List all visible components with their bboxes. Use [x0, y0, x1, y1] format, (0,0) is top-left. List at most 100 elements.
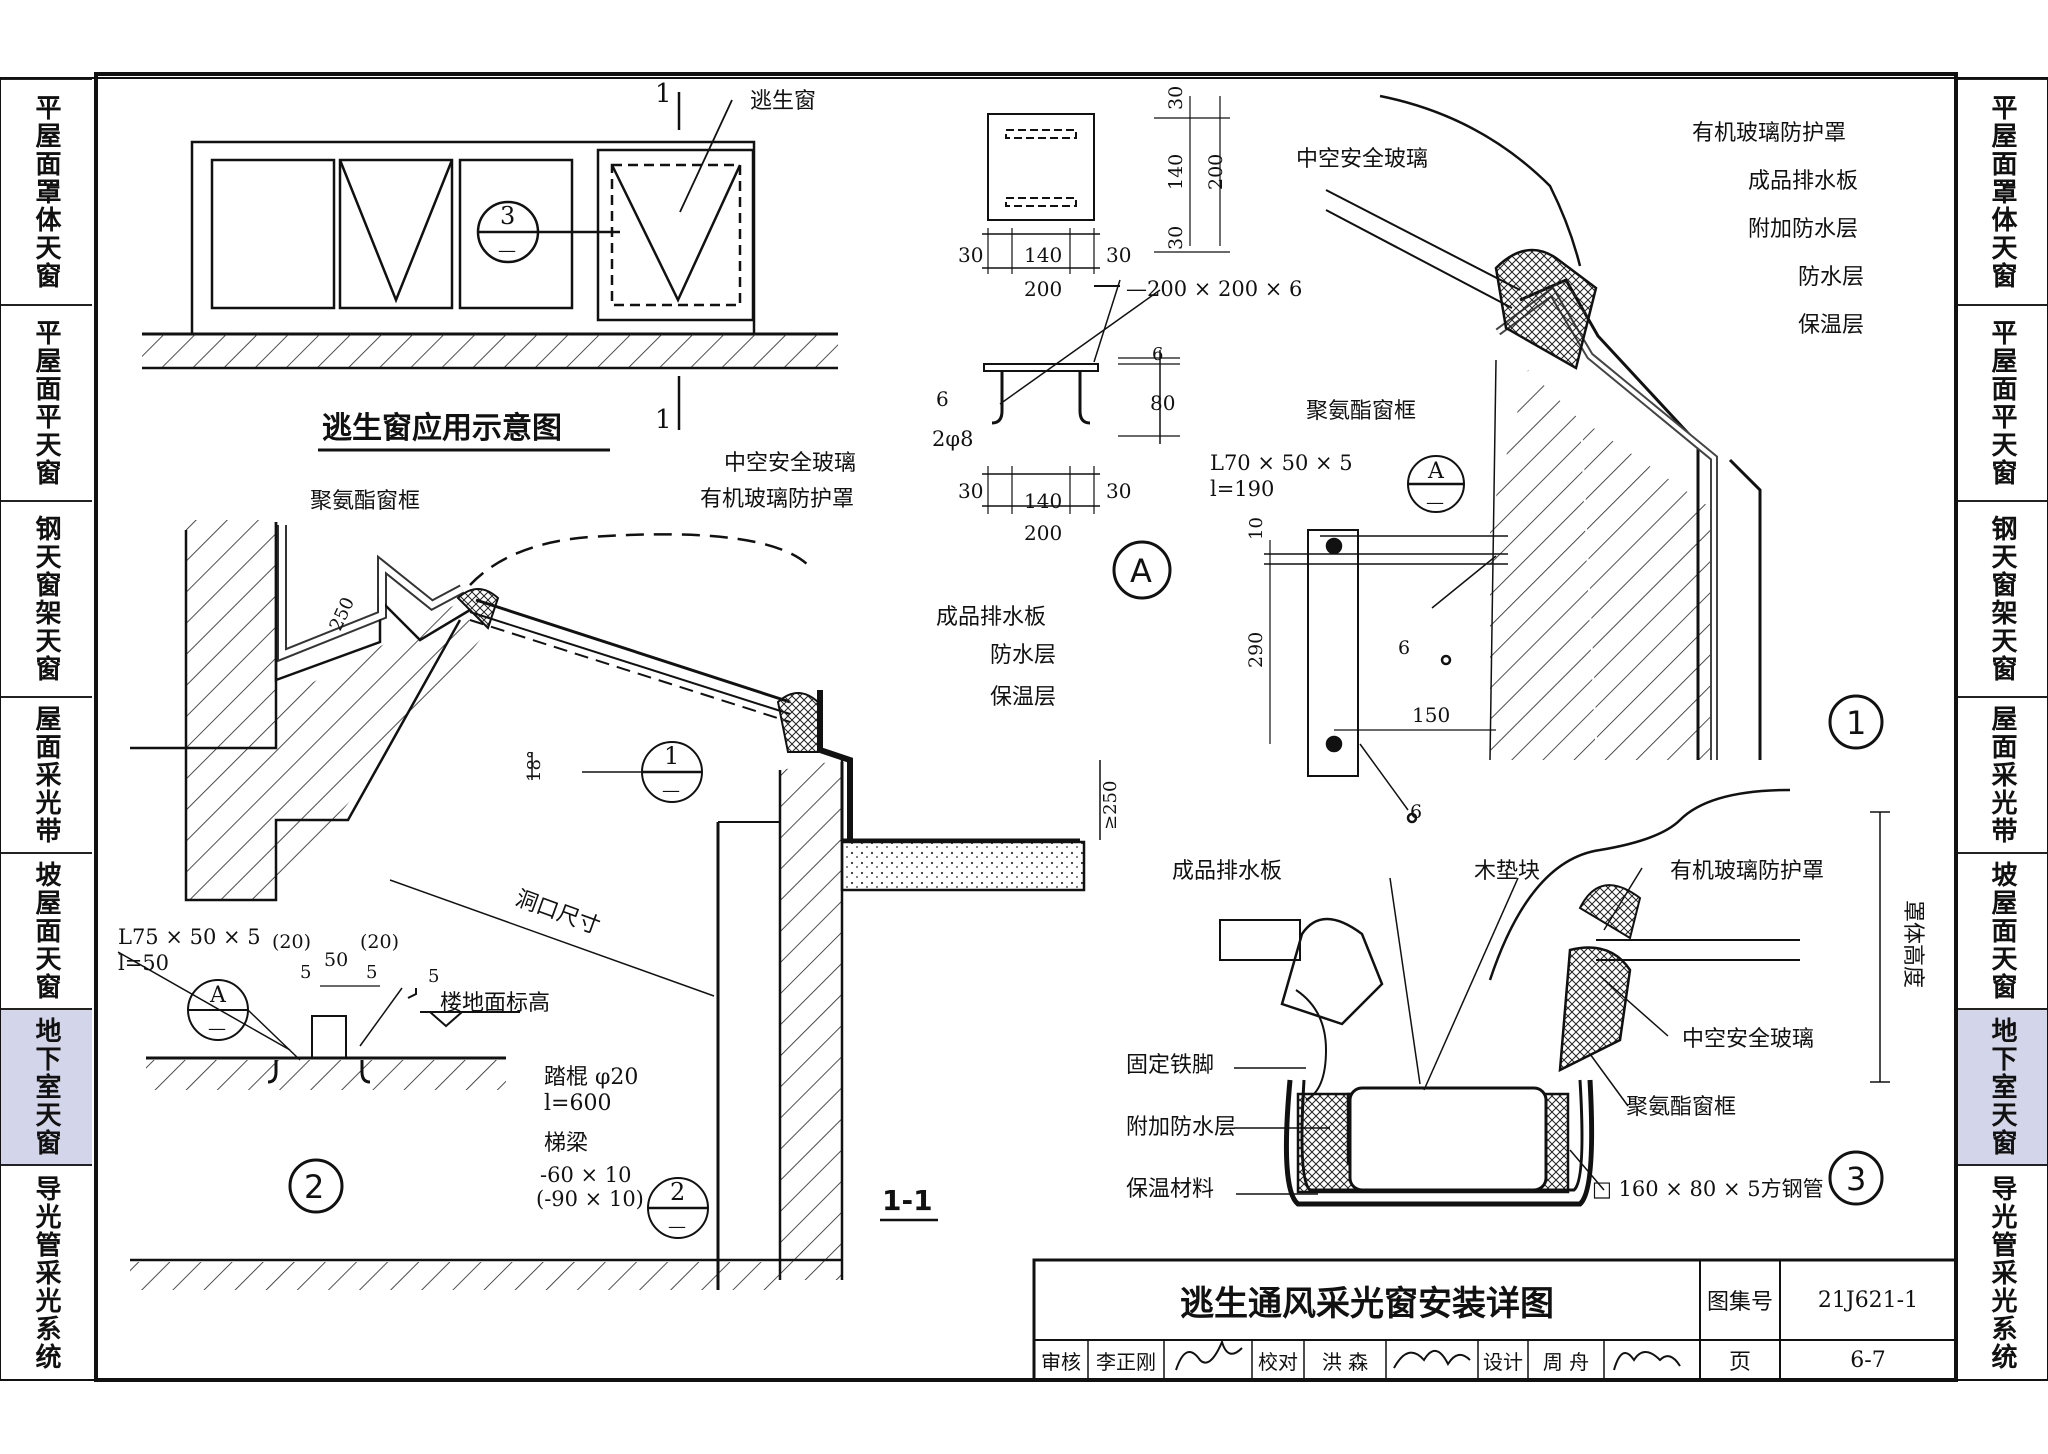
- left-tab-light-pipe[interactable]: 导光管采光系统: [0, 1166, 92, 1380]
- atlas-number: 21J621-1: [1817, 1287, 1919, 1313]
- detail-1-cover-label: 有机玻璃防护罩: [1692, 121, 1846, 146]
- detail-a-dim-200: 200: [1024, 277, 1062, 301]
- detail-2-dim-20-left: (20): [272, 931, 311, 953]
- elevation-window-label: 逃生窗: [750, 89, 816, 114]
- detail-2-floor-label: 楼地面标高: [440, 991, 550, 1016]
- detail-a-dim-30-right: 30: [1106, 243, 1131, 267]
- detail-1-insulation-label: 保温层: [1798, 313, 1864, 338]
- detail-2-angle-spec: L75 × 50 × 5: [118, 925, 261, 949]
- detail-1-dim-150: 150: [1412, 703, 1450, 727]
- right-tab-label: 导光管采光系统: [1987, 1175, 2017, 1371]
- detail-3-frame-label: 聚氨酯窗框: [1626, 1095, 1736, 1120]
- left-tab-label: 平屋面平天窗: [31, 319, 61, 487]
- section-ref-2-denominator: —: [668, 1216, 686, 1237]
- left-tab-label: 屋面采光带: [31, 705, 61, 845]
- detail-1-angle-spec: L70 × 50 × 5: [1210, 451, 1353, 475]
- right-tab-flat-roof-flat[interactable]: 平屋面平天窗: [1956, 306, 2048, 502]
- elevation-section-mark-top: 1: [655, 79, 672, 109]
- detail-a-plate-spec: —200 × 200 × 6: [1126, 277, 1302, 301]
- left-tab-basement[interactable]: 地下室天窗: [0, 1010, 92, 1166]
- detail-3-fix-label: 固定铁脚: [1126, 1053, 1214, 1078]
- section-opening-label: 洞口尺寸: [512, 886, 603, 940]
- detail-a-dim-80: 80: [1150, 391, 1175, 415]
- detail-a-dim-140-bottom: 140: [1024, 489, 1062, 513]
- section-ref-2-number: 2: [670, 1178, 685, 1206]
- check-label: 校对: [1258, 1349, 1298, 1374]
- left-tab-flat-roof-flat[interactable]: 平屋面平天窗: [0, 306, 92, 502]
- detail-2-dim-20-right: (20): [360, 931, 399, 953]
- left-tab-pitched-roof[interactable]: 坡屋面天窗: [0, 854, 92, 1010]
- detail-1-glass-label: 中空安全玻璃: [1296, 147, 1428, 172]
- detail-2-drawing: [117, 951, 520, 1214]
- detail-1-marker: 1: [1846, 704, 1866, 742]
- detail-1-dim-30-bottom: 30: [1165, 226, 1187, 250]
- elevation-ref-denominator: —: [498, 240, 516, 261]
- right-tab-label: 平屋面罩体天窗: [1987, 94, 2017, 290]
- section-glass-label: 中空安全玻璃: [724, 451, 856, 476]
- section-beam-spec-1: -60 × 10: [540, 1163, 632, 1187]
- right-tab-label: 坡屋面天窗: [1987, 861, 2017, 1001]
- section-frame-label: 聚氨酯窗框: [310, 489, 420, 514]
- section-beam-spec-2: (-90 × 10): [536, 1187, 644, 1211]
- detail-2-ref-denominator: —: [208, 1018, 226, 1039]
- right-tab-steel-frame[interactable]: 钢天窗架天窗: [1956, 502, 2048, 698]
- detail-3-tube-label: □ 160 × 80 × 5方钢管: [1592, 1177, 1824, 1201]
- detail-3-glass-label: 中空安全玻璃: [1682, 1027, 1814, 1052]
- right-tab-light-pipe[interactable]: 导光管采光系统: [1956, 1166, 2048, 1380]
- right-tab-pitched-roof[interactable]: 坡屋面天窗: [1956, 854, 2048, 1010]
- detail-1-weld-b: 6: [1410, 801, 1422, 823]
- right-tab-label: 平屋面平天窗: [1987, 319, 2017, 487]
- right-tab-basement[interactable]: 地下室天窗: [1956, 1010, 2048, 1166]
- detail-a-dim-30-left: 30: [958, 243, 983, 267]
- section-insulation-label: 保温层: [990, 685, 1056, 710]
- detail-3-cover-label: 有机玻璃防护罩: [1670, 859, 1824, 884]
- section-dim-ge250: ≥250: [1100, 781, 1121, 830]
- detail-a-drawing: [982, 113, 1180, 600]
- detail-1-ref-denominator: —: [1426, 492, 1444, 513]
- left-tab-label: 导光管采光系统: [31, 1175, 61, 1371]
- section-dim-18deg: 18°: [524, 750, 545, 782]
- left-tab-label: 平屋面罩体天窗: [31, 94, 61, 290]
- section-rung-length: l=600: [544, 1091, 611, 1116]
- review-label: 审核: [1041, 1349, 1081, 1374]
- section-title-1-1: 1-1: [882, 1184, 933, 1217]
- detail-a-bar-spec: 2φ8: [932, 427, 973, 451]
- section-ref-1-denominator: —: [662, 780, 680, 801]
- reviewer-name: 李正刚: [1096, 1349, 1156, 1374]
- section-rung-label: 踏棍 φ20: [544, 1065, 638, 1090]
- left-tab-steel-frame[interactable]: 钢天窗架天窗: [0, 502, 92, 698]
- detail-1-extra-waterproof-label: 附加防水层: [1748, 217, 1858, 242]
- left-tab-label: 坡屋面天窗: [31, 861, 61, 1001]
- section-waterproof-label: 防水层: [990, 643, 1056, 668]
- page-number: 6-7: [1850, 1347, 1886, 1373]
- detail-a-dim-140: 140: [1024, 243, 1062, 267]
- right-tab-label: 地下室天窗: [1987, 1017, 2017, 1157]
- left-tab-flat-roof-cover[interactable]: 平屋面罩体天窗: [0, 78, 92, 306]
- detail-3-drawing: [1219, 788, 1890, 1207]
- detail-1-angle-length: l=190: [1210, 477, 1274, 501]
- atlas-label: 图集号: [1706, 1290, 1773, 1315]
- elevation-title: 逃生窗应用示意图: [322, 411, 562, 446]
- design-label: 设计: [1483, 1349, 1523, 1374]
- left-tab-label: 钢天窗架天窗: [31, 515, 61, 683]
- section-1-1-drawing: [130, 520, 1101, 1290]
- elevation-view: [142, 92, 838, 452]
- detail-1-drawing: [1154, 94, 1884, 824]
- checker-name: 洪 森: [1321, 1349, 1369, 1374]
- detail-1-dim-140: 140: [1165, 154, 1187, 190]
- detail-a-dim-30-left-bottom: 30: [958, 479, 983, 503]
- elevation-ref-number: 3: [500, 202, 515, 230]
- elevation-section-mark-bottom: 1: [655, 405, 672, 435]
- right-tab-label: 屋面采光带: [1987, 705, 2017, 845]
- detail-a-dim-30-right-bottom: 30: [1106, 479, 1131, 503]
- detail-3-extra-waterproof-label: 附加防水层: [1126, 1115, 1236, 1140]
- right-tab-label: 钢天窗架天窗: [1987, 515, 2017, 683]
- title-block: [1032, 1258, 1958, 1382]
- detail-2-ref-a: A: [209, 983, 227, 1008]
- left-tab-skylight-strip[interactable]: 屋面采光带: [0, 698, 92, 854]
- detail-3-block-label: 木垫块: [1474, 859, 1540, 884]
- left-tab-label: 地下室天窗: [31, 1017, 61, 1157]
- page-label: 页: [1728, 1350, 1751, 1375]
- right-tab-skylight-strip[interactable]: 屋面采光带: [1956, 698, 2048, 854]
